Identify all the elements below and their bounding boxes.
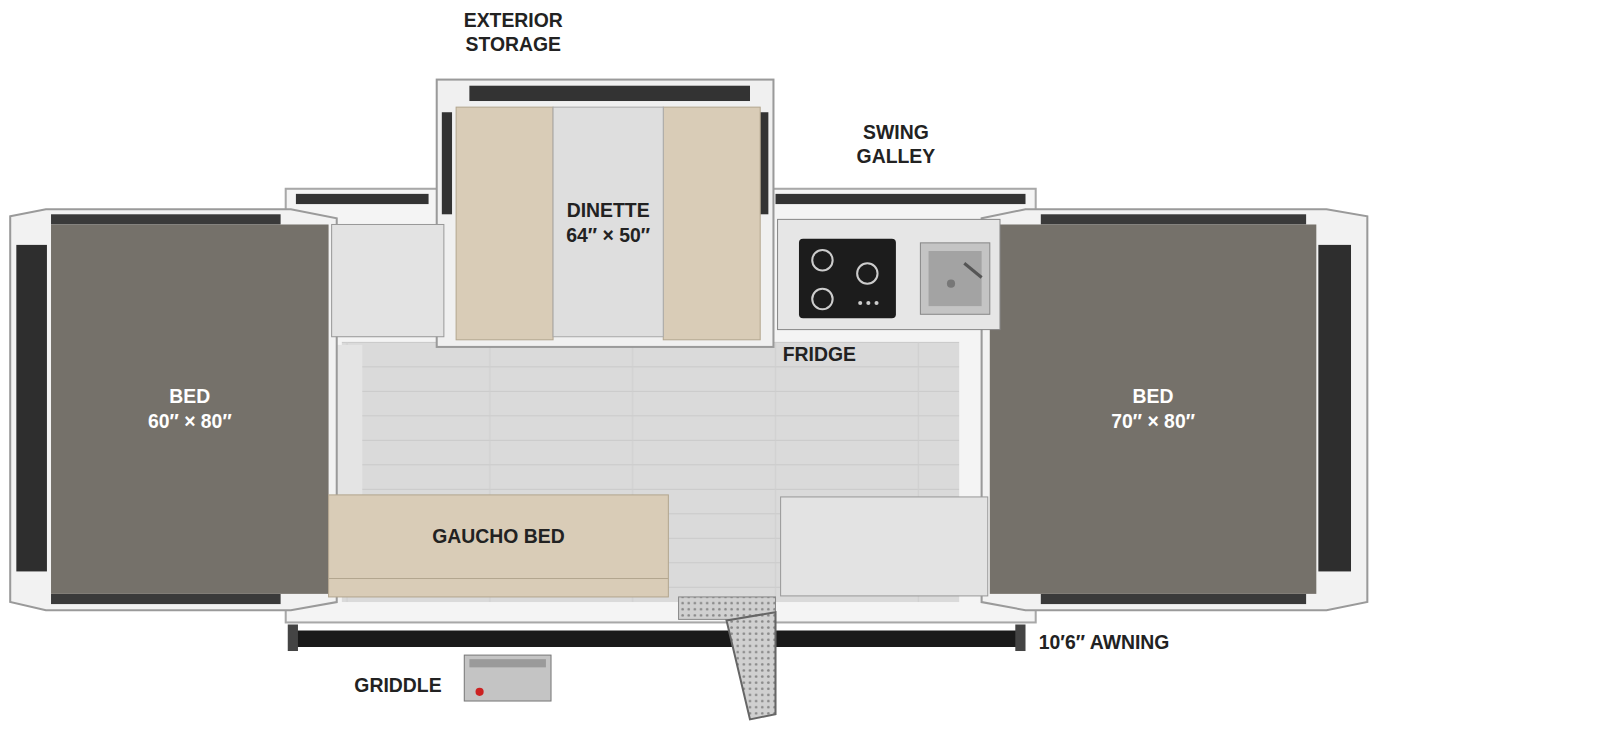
griddle-label: GRIDDLE: [354, 673, 441, 697]
bed-area: BED60″ × 80″: [51, 224, 329, 593]
storage-label: EXTERIOR STORAGE: [464, 8, 563, 57]
bed-area: BED70″ × 80″: [990, 224, 1317, 593]
area-name: BED: [169, 385, 210, 409]
dimension: 70″ × 80″: [1111, 409, 1195, 433]
gaucho-bed: GAUCHO BED: [329, 495, 669, 579]
area-name: BED: [1133, 385, 1174, 409]
fridge-label: FRIDGE: [783, 343, 856, 367]
area-name: GAUCHO BED: [432, 524, 564, 548]
galley-label: SWING GALLEY: [857, 120, 936, 169]
dimension: 60″ × 80″: [148, 409, 232, 433]
awning-label: 10′6″ AWNING: [1039, 631, 1170, 655]
dimension: 64″ × 50″: [566, 223, 650, 247]
area-name: DINETTE: [567, 199, 650, 223]
dinette-area: DINETTE64″ × 50″: [456, 107, 760, 340]
